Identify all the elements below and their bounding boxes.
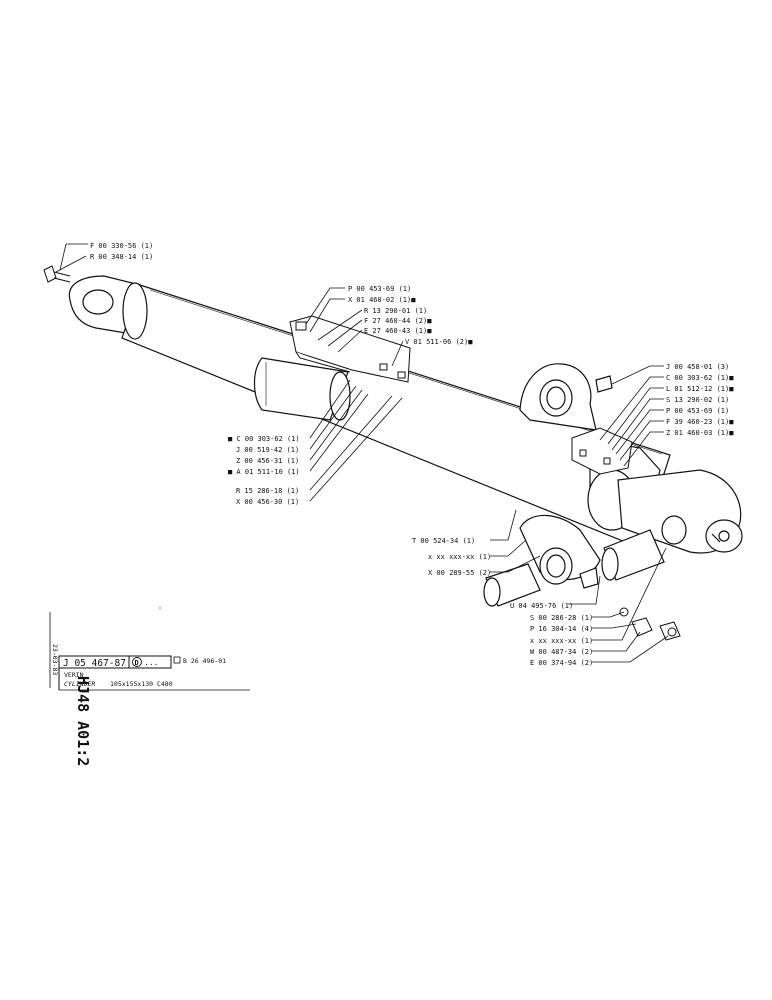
callout-label: E 00 374-94 (2) xyxy=(530,659,593,667)
callout-label: V 01 511-06 (2)■ xyxy=(405,338,473,346)
callout-label: E 27 460-43 (1)■ xyxy=(364,327,432,335)
callout-label: U 04 495-76 (1) xyxy=(510,602,573,610)
callout-group-left-top: F 00 330-56 (1) R 00 348-14 (1) xyxy=(90,242,153,261)
gland-head xyxy=(587,445,743,554)
callout-label: J 00 519-42 (1) xyxy=(236,446,299,454)
callout-label: R 00 348-14 (1) xyxy=(90,253,153,261)
callout-label: P 16 304-14 (4) xyxy=(530,625,593,633)
callout-label: F 39 460-23 (1)■ xyxy=(666,418,734,426)
revision-mark: D xyxy=(135,659,139,667)
callout-label: S 13 290-02 (1) xyxy=(666,396,729,404)
callout-group-left-low: R 15 286-18 (1) X 00 456-30 (1) xyxy=(236,487,299,506)
callout-label: X 01 460-02 (1)■ xyxy=(348,296,416,304)
speck-mark xyxy=(159,607,161,609)
sheet-code: HJ48 A01:2 xyxy=(74,676,92,766)
callout-label: ■ C 00 303-62 (1) xyxy=(228,435,300,443)
callout-group-right-top: J 00 458-01 (3) C 00 303-62 (1)■ L 01 51… xyxy=(666,363,734,437)
callout-label: P 00 453-69 (1) xyxy=(348,285,411,293)
callout-label: J 00 458-01 (3) xyxy=(666,363,729,371)
callout-label: X 00 456-30 (1) xyxy=(236,498,299,506)
callout-group-right-low: U 04 495-76 (1) S 00 286-28 (1) P 16 304… xyxy=(510,602,593,667)
revision-circle xyxy=(132,657,142,667)
callout-label: X 00 289-55 (2) xyxy=(428,569,491,577)
callout-label: Z 00 456-31 (1) xyxy=(236,457,299,465)
callout-group-left-mid: ■ C 00 303-62 (1) J 00 519-42 (1) Z 00 4… xyxy=(228,435,300,476)
part-number: J 05 467-87 xyxy=(63,658,126,669)
reference-number: B 26 496-01 xyxy=(183,657,226,665)
top-bracket xyxy=(289,315,411,383)
specification: 105x155x130 C480 xyxy=(110,680,173,688)
callout-label: ■ A 01 511-10 (1) xyxy=(228,468,300,476)
tube-collar xyxy=(253,357,351,421)
callout-label: x xx xxx-xx (1) xyxy=(530,637,593,645)
callout-label: x xx xxx-xx (1) xyxy=(428,553,491,561)
name-french: VERIN xyxy=(64,671,84,679)
callout-label: T 00 524-34 (1) xyxy=(412,537,475,545)
callout-label: F 27 460-44 (2)■ xyxy=(364,317,432,325)
callout-label: S 00 286-28 (1) xyxy=(530,614,593,622)
title-block: HJ48 A01:2 23-03-83 J 05 467-87 D ... B … xyxy=(49,612,250,766)
part-number-box xyxy=(58,655,172,669)
leader-lines xyxy=(55,243,669,663)
callout-group-center-top: P 00 453-69 (1) X 01 460-02 (1)■ R 13 29… xyxy=(348,285,473,346)
reference-checkbox xyxy=(173,656,181,664)
callout-label: R 13 290-01 (1) xyxy=(364,307,427,315)
callout-label: R 15 286-18 (1) xyxy=(236,487,299,495)
callout-label: Z 01 460-03 (1)■ xyxy=(666,429,734,437)
callout-label: F 00 330-56 (1) xyxy=(90,242,153,250)
callout-label: C 00 303-62 (1)■ xyxy=(666,374,734,382)
callout-label: L 01 512-12 (1)■ xyxy=(666,385,734,393)
date-label: 23-03-83 xyxy=(51,644,59,675)
revision-suffix: ... xyxy=(144,658,158,667)
name-english: CYLINDER xyxy=(64,680,95,688)
rear-bolt xyxy=(43,265,71,283)
fitting-parts xyxy=(619,607,681,641)
trunnion-block xyxy=(519,363,613,431)
right-bracket xyxy=(571,427,633,475)
callout-group-center-low: T 00 524-34 (1) x xx xxx-xx (1) X 00 289… xyxy=(412,537,491,577)
callout-label: P 00 453-69 (1) xyxy=(666,407,729,415)
lower-trunnion xyxy=(483,514,687,607)
callout-label: W 00 487-34 (2) xyxy=(530,648,593,656)
